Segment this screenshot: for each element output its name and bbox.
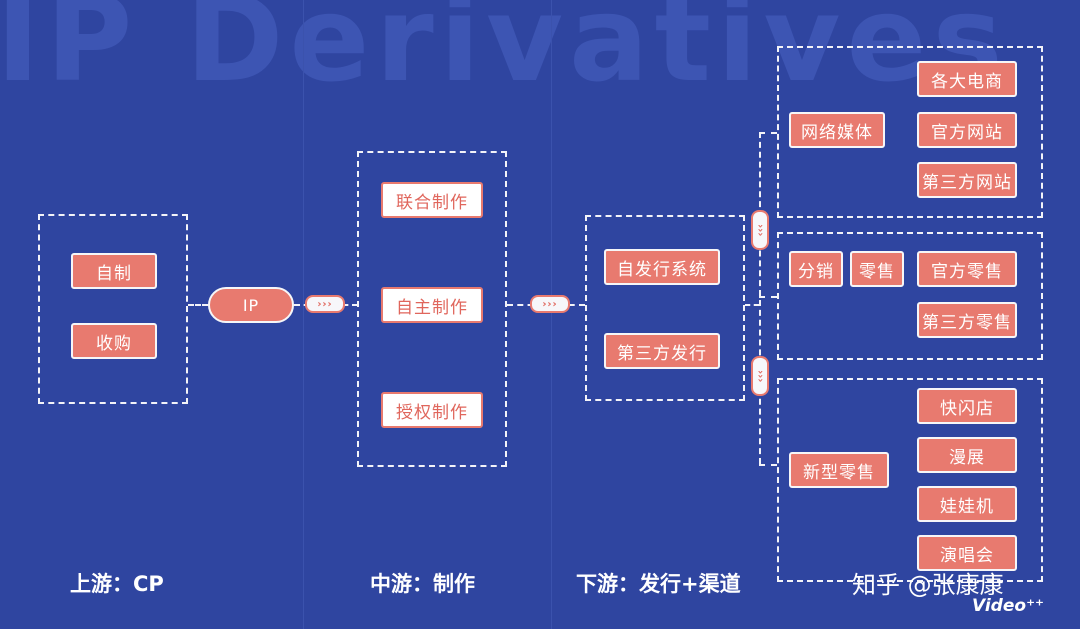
channel-item-claw-machine: 娃娃机 — [917, 486, 1017, 522]
channel-retail-label: 零售 — [850, 251, 904, 287]
watermark: 知乎 @张康康 — [852, 571, 1004, 599]
stage-label-downstream: 下游：发行+渠道 — [576, 572, 741, 596]
channel-item-third-party-retail: 第三方零售 — [917, 302, 1017, 338]
channel-distribution-group — [777, 232, 1043, 360]
midstream-item-independent: 自主制作 — [381, 287, 483, 323]
channel-item-third-party-site: 第三方网站 — [917, 162, 1017, 198]
channel-network-media-label: 网络媒体 — [789, 112, 885, 148]
flow-arrows-icon: ››› — [530, 295, 570, 313]
column-divider — [551, 0, 552, 629]
channel-item-concert: 演唱会 — [917, 535, 1017, 571]
connector-line — [745, 304, 759, 306]
downstream-item-third-party: 第三方发行 — [604, 333, 720, 369]
upstream-group — [38, 214, 188, 404]
channel-item-ecommerce: 各大电商 — [917, 61, 1017, 97]
connector-line — [759, 464, 777, 466]
background-title: IP Derivatives — [0, 0, 1009, 108]
midstream-item-licensed: 授权制作 — [381, 392, 483, 428]
channel-network-media-group — [777, 46, 1043, 218]
flow-arrows-up-icon: ››› — [751, 210, 769, 250]
midstream-item-joint: 联合制作 — [381, 182, 483, 218]
channel-item-popup-store: 快闪店 — [917, 388, 1017, 424]
midstream-group — [357, 151, 507, 467]
channel-item-comic-expo: 漫展 — [917, 437, 1017, 473]
channel-item-official-retail: 官方零售 — [917, 251, 1017, 287]
channel-distribution-label: 分销 — [789, 251, 843, 287]
downstream-group — [585, 215, 745, 401]
video-badge: Video⁺⁺ — [972, 596, 1045, 616]
connector-line — [759, 132, 761, 464]
channel-item-official-site: 官方网站 — [917, 112, 1017, 148]
channel-new-retail-group — [777, 378, 1043, 582]
stage-label-midstream: 中游：制作 — [370, 572, 475, 596]
downstream-item-self-distribution: 自发行系统 — [604, 249, 720, 285]
column-divider — [303, 0, 304, 629]
connector-line — [759, 132, 777, 134]
flow-arrows-icon: ››› — [305, 295, 345, 313]
connector-line — [188, 304, 208, 306]
channel-new-retail-label: 新型零售 — [789, 452, 889, 488]
connector-line — [759, 296, 777, 298]
upstream-item-self-made: 自制 — [71, 253, 157, 289]
flow-arrows-down-icon: ››› — [751, 356, 769, 396]
ip-node: IP — [208, 287, 294, 323]
stage-label-upstream: 上游：CP — [70, 572, 164, 596]
upstream-item-acquisition: 收购 — [71, 323, 157, 359]
